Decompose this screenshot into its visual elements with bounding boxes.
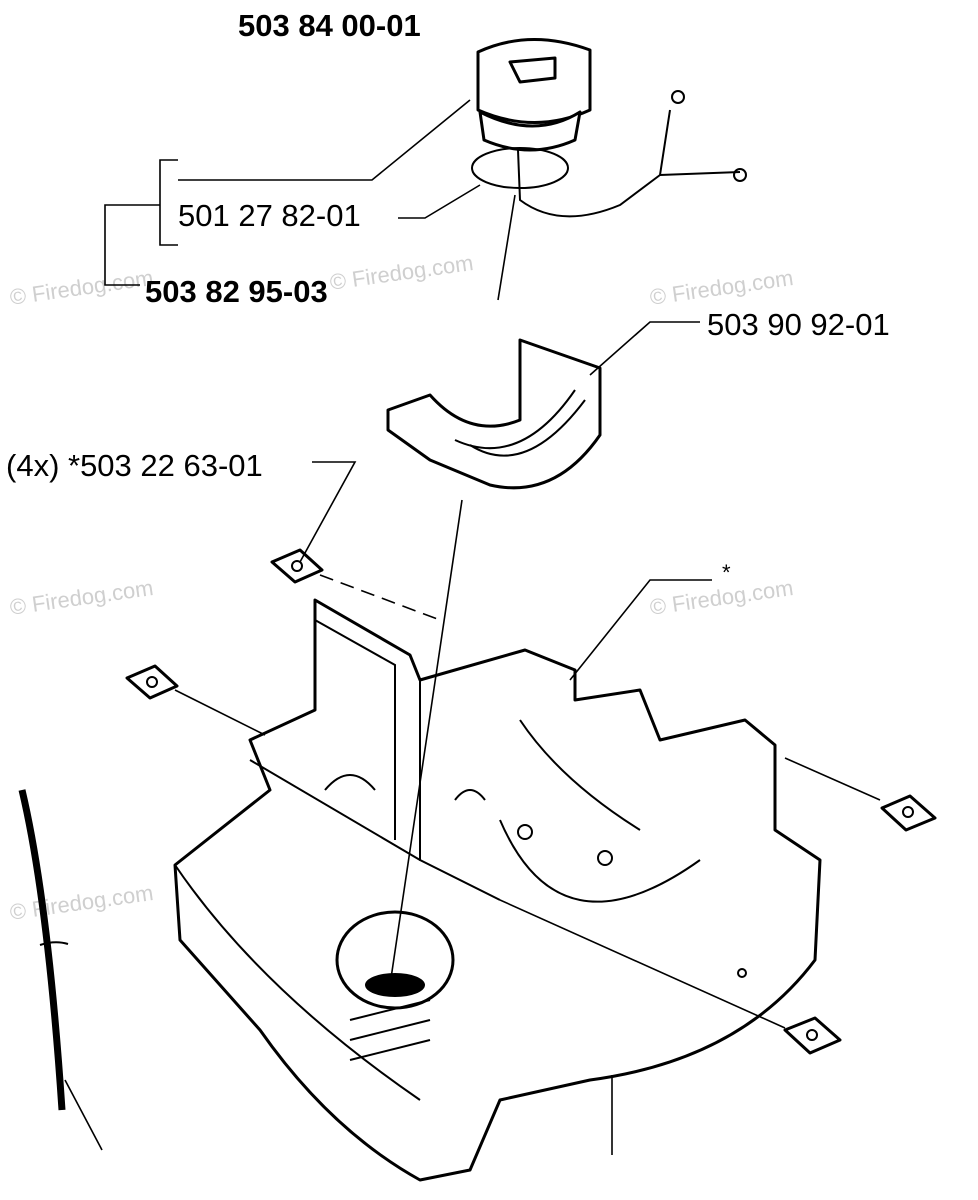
tank-housing-part <box>173 598 822 1182</box>
clip-nut <box>125 664 179 700</box>
cap-assembly-label: 503 82 95-03 <box>145 274 328 309</box>
hose-break <box>39 941 69 946</box>
clip-nut <box>270 548 324 584</box>
o-ring-label: 501 27 82-01 <box>178 198 361 233</box>
nuts-label: (4x) *503 22 63-01 <box>6 448 263 483</box>
oil-cap-part <box>471 38 747 218</box>
tank-insert-label: 503 90 92-01 <box>707 307 890 342</box>
tank-insert-part <box>386 338 602 490</box>
oil-cap-label: 503 84 00-01 <box>238 8 421 43</box>
clip-nut <box>880 794 937 832</box>
hose-part <box>18 789 66 1111</box>
clip-nut <box>783 1016 842 1055</box>
housing-star-label: * <box>722 560 731 585</box>
leader-lines <box>64 99 881 1155</box>
